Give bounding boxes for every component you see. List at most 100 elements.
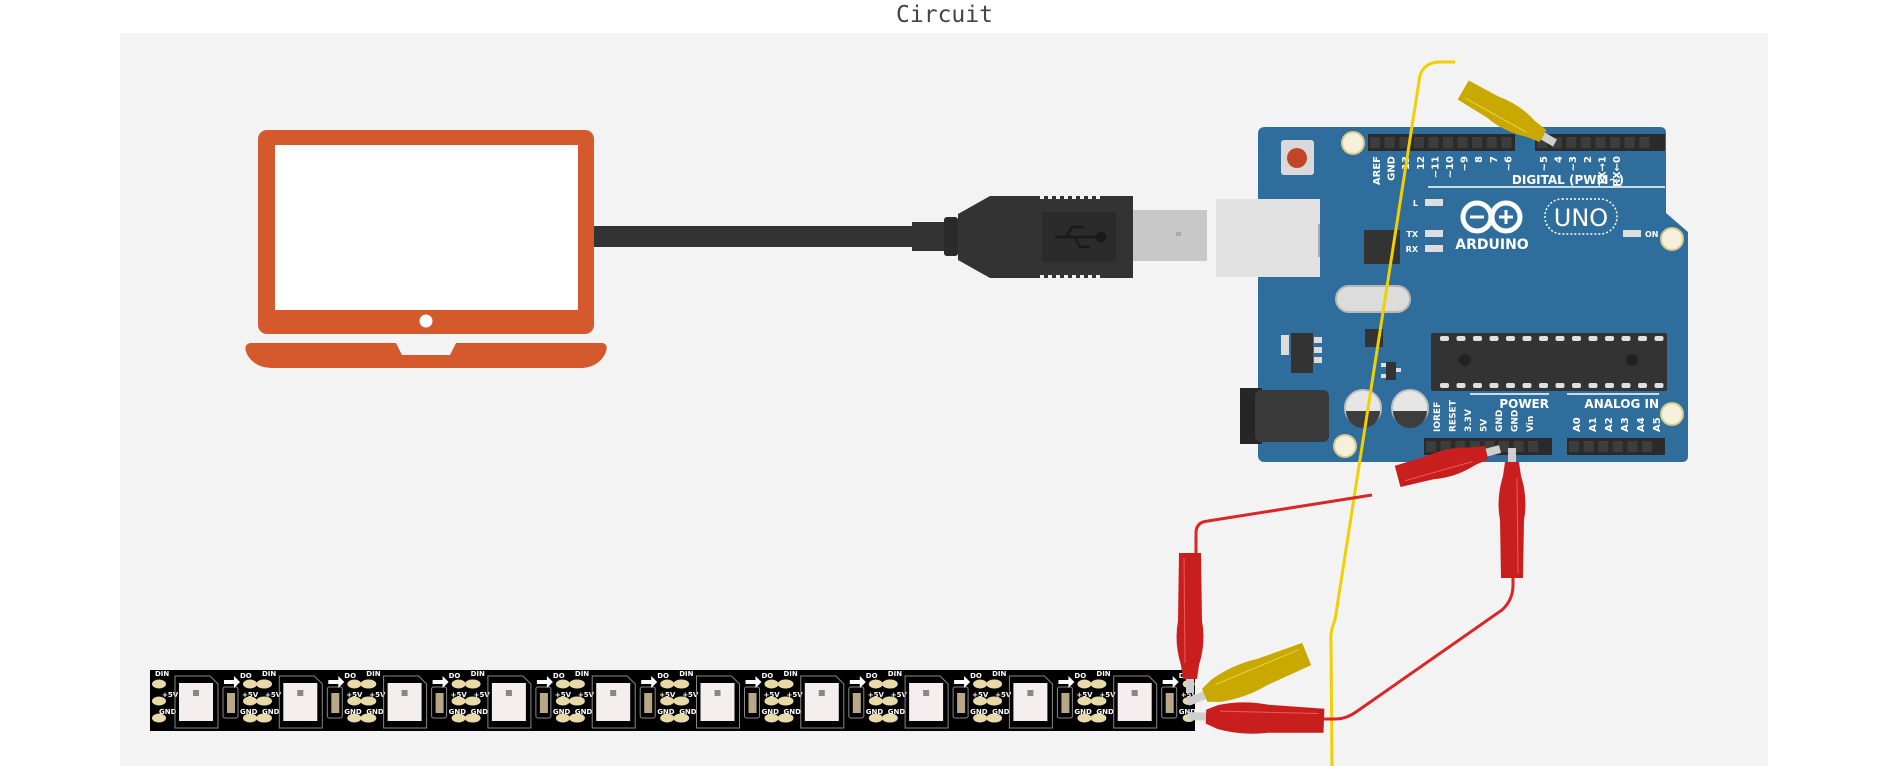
solder-pad bbox=[555, 696, 570, 706]
cap-outline bbox=[431, 686, 448, 719]
led-strip[interactable]: DIN+5VGNDDO+5VGNDDIN+5VGNDDO+5VGNDDIN+5V… bbox=[150, 670, 1197, 731]
chip-pin bbox=[1489, 383, 1499, 388]
pad-label-vcc: +5V bbox=[265, 691, 282, 699]
header-socket[interactable] bbox=[1627, 441, 1638, 452]
alligator-clip-yellow-strip[interactable] bbox=[1182, 640, 1312, 717]
clip-jaw bbox=[1485, 445, 1502, 457]
wire-yellow-data[interactable] bbox=[1329, 60, 1455, 766]
header-socket[interactable] bbox=[1624, 137, 1635, 148]
solder-pad bbox=[1090, 679, 1105, 689]
power-pin-label: 3.3V bbox=[1464, 409, 1474, 432]
header-socket[interactable] bbox=[1428, 137, 1439, 148]
header-socket[interactable] bbox=[1472, 137, 1483, 148]
header-socket[interactable] bbox=[1443, 137, 1453, 148]
led-die bbox=[297, 690, 304, 696]
header-socket[interactable] bbox=[1484, 441, 1495, 452]
smd-capacitor bbox=[1061, 693, 1070, 713]
arduino-uno[interactable]: L TX RX ON ARDUINO UNO DIGITAL (PWM~) PO… bbox=[1216, 127, 1688, 462]
header-socket[interactable] bbox=[1528, 441, 1539, 452]
header-socket[interactable] bbox=[1513, 441, 1524, 452]
red-wire-5v bbox=[1194, 493, 1373, 556]
header-socket[interactable] bbox=[1455, 441, 1466, 452]
smd-capacitor bbox=[957, 693, 966, 713]
chip-pin bbox=[1539, 383, 1548, 388]
alligator-clip-red-gnd[interactable] bbox=[1498, 448, 1526, 578]
header-socket[interactable] bbox=[1580, 137, 1591, 148]
power-pin-label: GND bbox=[1495, 410, 1505, 432]
pad-label-do: DO bbox=[657, 672, 669, 680]
header-socket[interactable] bbox=[1399, 137, 1410, 148]
header-socket[interactable] bbox=[1486, 137, 1497, 148]
header-socket[interactable] bbox=[1595, 137, 1606, 148]
solder-pad bbox=[464, 713, 479, 723]
clip-jaw bbox=[1187, 712, 1207, 721]
smd-capacitor bbox=[644, 693, 653, 713]
reset-button[interactable] bbox=[1281, 140, 1314, 175]
header-socket[interactable] bbox=[1499, 441, 1509, 452]
header-socket[interactable] bbox=[1639, 137, 1650, 148]
cap-outline bbox=[326, 686, 343, 719]
pad-label-vcc: +5V bbox=[787, 691, 804, 699]
header-socket[interactable] bbox=[1370, 137, 1380, 148]
solder-pad bbox=[555, 679, 570, 689]
header-socket[interactable] bbox=[1457, 137, 1468, 148]
solder-pad bbox=[464, 696, 479, 706]
solder-pad bbox=[764, 713, 779, 723]
solder-pad bbox=[243, 696, 257, 706]
wire-red-gnd[interactable] bbox=[1322, 578, 1515, 721]
pad-label-vcc: +5V bbox=[1181, 691, 1198, 699]
capacitor bbox=[1344, 389, 1382, 428]
digital-pin-label: AREF bbox=[1372, 156, 1383, 185]
chip-pin bbox=[1506, 336, 1515, 341]
laptop[interactable] bbox=[245, 130, 607, 368]
solder-pad bbox=[764, 679, 779, 689]
solder-pad bbox=[464, 679, 479, 689]
solder-pad bbox=[569, 696, 584, 706]
header-socket[interactable] bbox=[1551, 137, 1562, 148]
header-socket[interactable] bbox=[1610, 137, 1620, 148]
alligator-clip-red-strip-do[interactable] bbox=[1176, 553, 1204, 693]
analog-pin-label: A4 bbox=[1636, 417, 1647, 432]
alligator-clip-red-5v[interactable] bbox=[1394, 436, 1503, 489]
alligator-clip-yellow-pin6[interactable] bbox=[1456, 78, 1561, 154]
chip-pin bbox=[1572, 336, 1581, 341]
led-label-on: ON bbox=[1645, 230, 1659, 239]
header-socket[interactable] bbox=[1598, 441, 1609, 452]
alligator-clip-red-strip-gnd[interactable] bbox=[1187, 700, 1325, 736]
header-socket[interactable] bbox=[1384, 137, 1395, 148]
solder-pad bbox=[243, 713, 257, 723]
header-socket[interactable] bbox=[1612, 441, 1623, 452]
pad-label-din: DIN bbox=[888, 670, 902, 678]
arrow-icon bbox=[641, 676, 658, 688]
digital-pin-label: 2 bbox=[1583, 156, 1594, 163]
arrow-icon bbox=[536, 676, 553, 688]
analog-pin-label: A1 bbox=[1588, 417, 1599, 432]
header-socket[interactable] bbox=[1569, 441, 1579, 452]
header-socket[interactable] bbox=[1469, 441, 1480, 452]
usb-connector-notch bbox=[1176, 232, 1181, 236]
header-socket[interactable] bbox=[1537, 137, 1547, 148]
header-socket[interactable] bbox=[1501, 137, 1512, 148]
header-socket[interactable] bbox=[1426, 441, 1436, 452]
header-socket[interactable] bbox=[1566, 137, 1577, 148]
header-socket[interactable] bbox=[1642, 441, 1652, 452]
solder-pad bbox=[152, 713, 166, 723]
pad-label-gnd: GND bbox=[657, 708, 675, 716]
pad-label-din: DIN bbox=[784, 670, 798, 678]
dc-power-jack[interactable] bbox=[1240, 388, 1329, 444]
solder-pad bbox=[882, 679, 897, 689]
atmega-chip bbox=[1431, 333, 1667, 391]
wire-red-5v[interactable] bbox=[1194, 493, 1373, 556]
header-socket[interactable] bbox=[1583, 441, 1594, 452]
header-socket[interactable] bbox=[1413, 137, 1424, 148]
solder-pad bbox=[973, 713, 988, 723]
usb-cable[interactable] bbox=[594, 196, 1207, 278]
pad-label-do: DO bbox=[970, 672, 982, 680]
led-label-l: L bbox=[1413, 199, 1418, 208]
circuit-title: Circuit bbox=[896, 2, 993, 28]
header-socket[interactable] bbox=[1440, 441, 1451, 452]
capacitor bbox=[1391, 389, 1429, 428]
digital-pin-label: ~9 bbox=[1460, 156, 1471, 171]
arrow-icon bbox=[328, 676, 345, 688]
